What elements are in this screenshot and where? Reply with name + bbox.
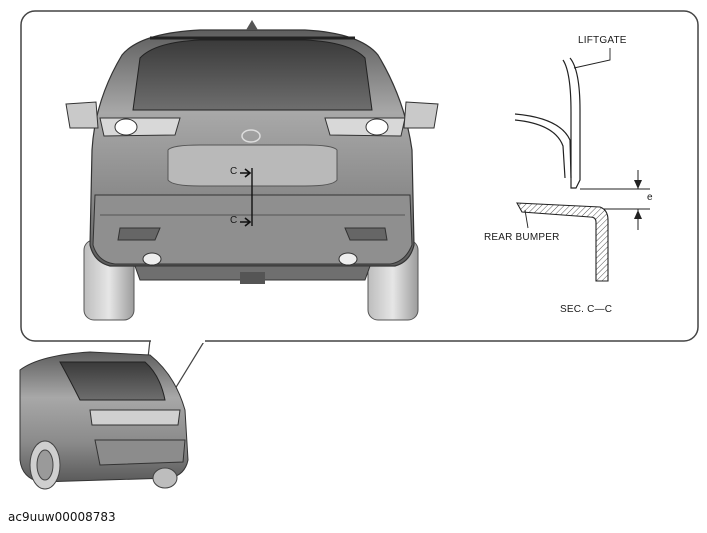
cut-marker-top-label: C: [230, 166, 238, 177]
bumper-leader: [524, 209, 529, 229]
left-exhaust: [142, 252, 162, 266]
rear-bumper-label: REAR BUMPER: [484, 232, 560, 243]
left-mirror: [65, 101, 99, 129]
bumper-section: [516, 202, 609, 282]
rear-bumper-shape: [92, 194, 413, 265]
liftgate-leader: [573, 48, 611, 69]
right-mirror: [403, 101, 439, 129]
emblem: [241, 129, 261, 143]
right-exhaust: [338, 252, 358, 266]
liftgate-label: LIFTGATE: [578, 35, 627, 46]
section-view: [514, 48, 650, 282]
section-label: SEC. C—C: [560, 304, 613, 315]
figure-id: ac9uuw00008783: [8, 510, 116, 524]
gap-dimension-label: e: [647, 192, 653, 203]
vehicle-perspective-thumbnail: [19, 351, 189, 490]
liftgate-panel: [562, 57, 581, 189]
vehicle-rear-view: [65, 20, 439, 321]
cut-marker-bottom-label: C: [230, 215, 238, 226]
